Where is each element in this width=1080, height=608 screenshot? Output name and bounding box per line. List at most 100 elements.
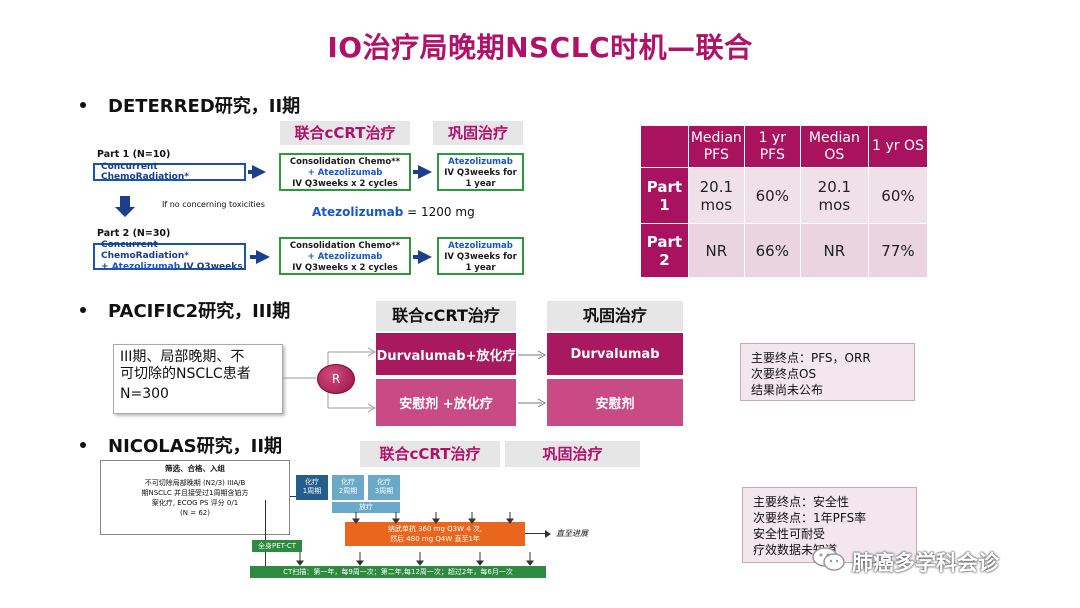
randomization-connectors xyxy=(283,347,377,413)
arrow-shaft xyxy=(248,170,256,174)
progression-line xyxy=(525,533,547,534)
table-header-cell: 1 yr PFS xyxy=(743,125,801,168)
maint-line: IV Q3weeks for xyxy=(444,252,517,262)
arrow-down-icon xyxy=(115,207,135,217)
table-cell: 60% xyxy=(867,167,929,224)
nicolas-header-ccrt: 联合cCRT治疗 xyxy=(360,441,500,467)
arrow-shaft xyxy=(250,255,258,259)
arrow-shaft xyxy=(413,255,421,259)
atezo: Atezolizumab xyxy=(111,262,181,272)
table-cell: 20.1 mos xyxy=(687,167,745,224)
table-row: Part 1 20.1 mos 60% 20.1 mos 60% xyxy=(640,167,929,224)
part2-consolidation-box: Consolidation Chemo** + Atezolizumab IV … xyxy=(279,237,411,275)
screen-line: (N = 62) xyxy=(180,509,210,517)
maint-line: IV Q3weeks for xyxy=(444,168,517,178)
chemo-label: 化疗 xyxy=(341,478,355,486)
deterred-header-maint: 巩固治疗 xyxy=(433,121,523,145)
table-header-cell: Median PFS xyxy=(687,125,745,168)
consol-line: Consolidation Chemo** xyxy=(289,157,401,167)
connector xyxy=(265,552,266,566)
consol-line: + Atezolizumab xyxy=(307,168,383,178)
dose-tick-arrows xyxy=(352,512,514,524)
bullet-pacific2-text: PACIFIC2研究，III期 xyxy=(108,301,291,322)
connector xyxy=(265,500,266,540)
consol-line: IV Q3weeks x 2 cycles xyxy=(292,263,398,273)
connector xyxy=(290,496,296,497)
dose-value: = 1200 mg xyxy=(403,205,475,219)
table-cell: NR xyxy=(687,223,745,278)
chemo-label: 化疗 xyxy=(305,478,319,486)
pacific2-arrows xyxy=(518,350,547,408)
pacific2-header-ccrt: 联合cCRT治疗 xyxy=(376,301,516,331)
row-label: Part 1 xyxy=(640,167,689,224)
table-cell: 20.1 mos xyxy=(799,167,869,224)
note-line: 主要终点：PFS，ORR xyxy=(751,351,871,365)
bullet-dot xyxy=(80,102,86,108)
part1-ccrt-text: Concurrent ChemoRadiation* xyxy=(101,162,189,182)
consol-line: IV Q3weeks x 2 cycles xyxy=(292,179,398,189)
note-line: 结果尚未公布 xyxy=(751,383,824,397)
screen-line: 案化疗, ECOG PS 评分 0/1 xyxy=(151,499,239,507)
dose-drug: Atezolizumab xyxy=(312,205,404,219)
arm1-maint: Durvalumab xyxy=(547,333,683,375)
iv: IV Q3weeks xyxy=(180,262,243,272)
nivo-line: 然后 480 mg Q4W 直至1年 xyxy=(390,535,480,543)
nivo-line: 纳武单抗 360 mg Q3W 4 次, xyxy=(387,525,483,533)
arrow-right-icon xyxy=(256,250,270,264)
radiotherapy-bar: 放疗 xyxy=(332,502,400,513)
bullet-nicolas-text: NICOLAS研究，II期 xyxy=(108,436,283,457)
maint-line: 1 year xyxy=(465,179,496,189)
maint-line: 1 year xyxy=(465,263,496,273)
consol-line: + Atezolizumab xyxy=(307,252,383,262)
ct-tick-arrows xyxy=(296,552,534,566)
wechat-icon xyxy=(812,546,846,572)
plus: + xyxy=(101,262,112,272)
bullet-deterred: DETERRED研究，II期 xyxy=(80,92,300,118)
part1-ccrt-box: Concurrent ChemoRadiation* xyxy=(93,162,246,182)
note-line: 次要终点OS xyxy=(751,367,817,381)
maint-line: Atezolizumab xyxy=(448,241,513,251)
patients-line: 可切除的NSCLC患者 xyxy=(120,366,251,382)
consol-line: Consolidation Chemo** xyxy=(289,241,401,251)
part1-label: Part 1 (N=10) xyxy=(97,149,171,160)
arrow-shaft xyxy=(413,170,421,174)
arrow-right-icon xyxy=(545,530,551,538)
arm2-maint: 安慰剂 xyxy=(547,379,683,426)
screen-line: 期NSCLC 并且接受过1周期含铂方 xyxy=(141,489,249,497)
bullet-dot xyxy=(80,307,86,313)
bullet-dot xyxy=(80,442,86,448)
arm1-ccrt: Durvalumab+放化疗 xyxy=(376,333,516,375)
arrow-down-shaft xyxy=(120,196,130,208)
row-label: Part 2 xyxy=(640,223,689,278)
dose-line: Atezolizumab = 1200 mg xyxy=(312,205,475,219)
pacific2-endpoints: 主要终点：PFS，ORR 次要终点OS 结果尚未公布 xyxy=(740,343,915,401)
table-cell: 77% xyxy=(867,223,929,278)
page-title: IO治疗局晚期NSCLC时机—联合 xyxy=(327,31,753,64)
arrow-right-icon xyxy=(418,165,432,179)
patients-line: III期、局部晚期、不 xyxy=(120,349,245,365)
randomization-circle: R xyxy=(317,364,355,394)
until-progression: 直至进展 xyxy=(556,529,588,538)
chemo-week: 1周期 xyxy=(302,487,322,495)
chemo-label: 化疗 xyxy=(377,478,391,486)
table-header-cell xyxy=(640,125,689,168)
bullet-pacific2: PACIFIC2研究，III期 xyxy=(80,297,290,323)
arm2-ccrt: 安慰剂 +放化疗 xyxy=(376,379,516,426)
chemo-week: 2周期 xyxy=(338,487,358,495)
ct-scan-bar: CT扫描：第一年，每9周一次；第二年,每12周一次；超过2年，每6月一次 xyxy=(250,566,546,578)
arrow-right-icon xyxy=(252,165,266,179)
maint-line: Atezolizumab xyxy=(448,157,513,167)
bullet-nicolas: NICOLAS研究，II期 xyxy=(80,432,282,458)
pacific2-header-maint: 巩固治疗 xyxy=(547,301,683,331)
patients-n: N=300 xyxy=(120,386,169,402)
chemo-week: 3周期 xyxy=(374,487,394,495)
part2-ccrt-box: Concurrent ChemoRadiation* + Atezolizuma… xyxy=(93,240,246,272)
if-no-toxicities: If no concerning toxicities xyxy=(162,200,265,209)
screen-line: 不可切除局部晚期 (N2/3) IIIA/B xyxy=(144,479,246,487)
part2-ccrt-text: Concurrent ChemoRadiation* xyxy=(101,240,189,261)
note-line: 主要终点：安全性 xyxy=(753,495,850,509)
table-cell: 66% xyxy=(743,223,801,278)
note-line: 次要终点：1年PFS率 xyxy=(753,511,867,525)
